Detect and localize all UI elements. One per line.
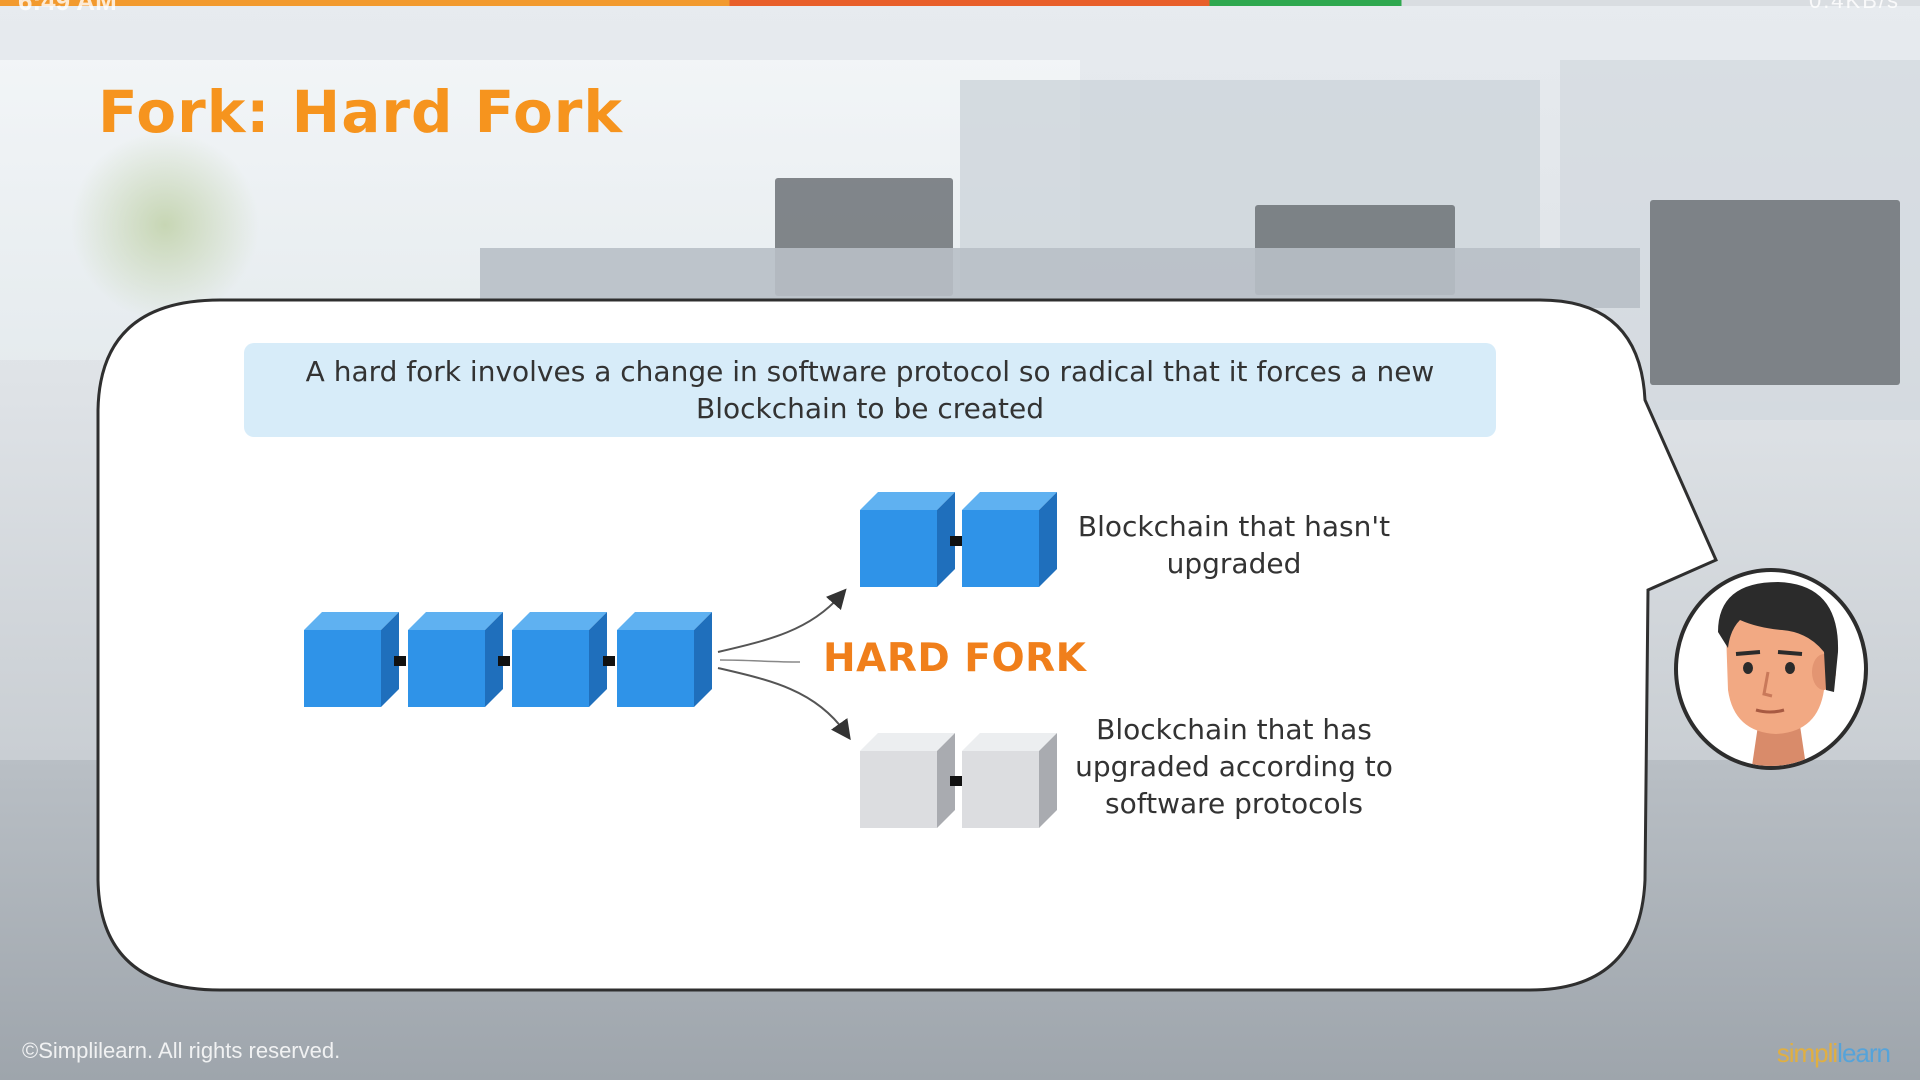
slide-title: Fork: Hard Fork [98,78,623,146]
chain-block-not-upgraded [860,492,955,587]
presenter-avatar [1674,568,1868,770]
status-bar-strip [0,0,1920,6]
background-monitor [1650,200,1900,385]
chain-upgraded-label-line: Blockchain that has [1096,713,1372,746]
chain-not-upgraded-label-line: upgraded [1166,547,1302,580]
chain-upgraded-label: Blockchain that has upgraded according t… [1054,711,1414,822]
brand-logo-part: learn [1837,1038,1891,1068]
fork-arrow-down [717,667,851,741]
background-plant [70,130,260,320]
background-desk [480,248,1640,308]
chain-link [603,656,615,666]
chain-link [950,536,962,546]
chain-block-not-upgraded [962,492,1057,587]
definition-box: A hard fork involves a change in softwar… [244,343,1496,437]
chain-block-upgraded [860,733,955,828]
chain-link [394,656,406,666]
status-time: 6:49 AM [18,0,117,16]
fork-arrow-up [717,588,847,653]
status-indicators: 0.4KB/s [1808,0,1900,13]
chain-block-upgraded [962,733,1057,828]
chain-upgraded-label-line: upgraded according to [1075,750,1393,783]
chain-not-upgraded-label: Blockchain that hasn't upgraded [1054,508,1414,582]
chain-not-upgraded-label-line: Blockchain that hasn't [1077,510,1391,543]
chain-block [617,612,712,707]
chain-link [498,656,510,666]
chain-block [304,612,399,707]
chain-block [512,612,607,707]
hard-fork-label: HARD FORK [823,636,1087,681]
brand-logo-part: simpli [1776,1038,1838,1068]
chain-link [950,776,962,786]
definition-text: A hard fork involves a change in softwar… [305,355,1435,425]
chain-upgraded-label-line: software protocols [1105,787,1363,820]
chain-block [408,612,503,707]
copyright-text: ©Simplilearn. All rights reserved. [22,1038,341,1063]
presenter-face-icon [1718,582,1839,766]
brand-logo: simplilearn [1776,1038,1891,1069]
